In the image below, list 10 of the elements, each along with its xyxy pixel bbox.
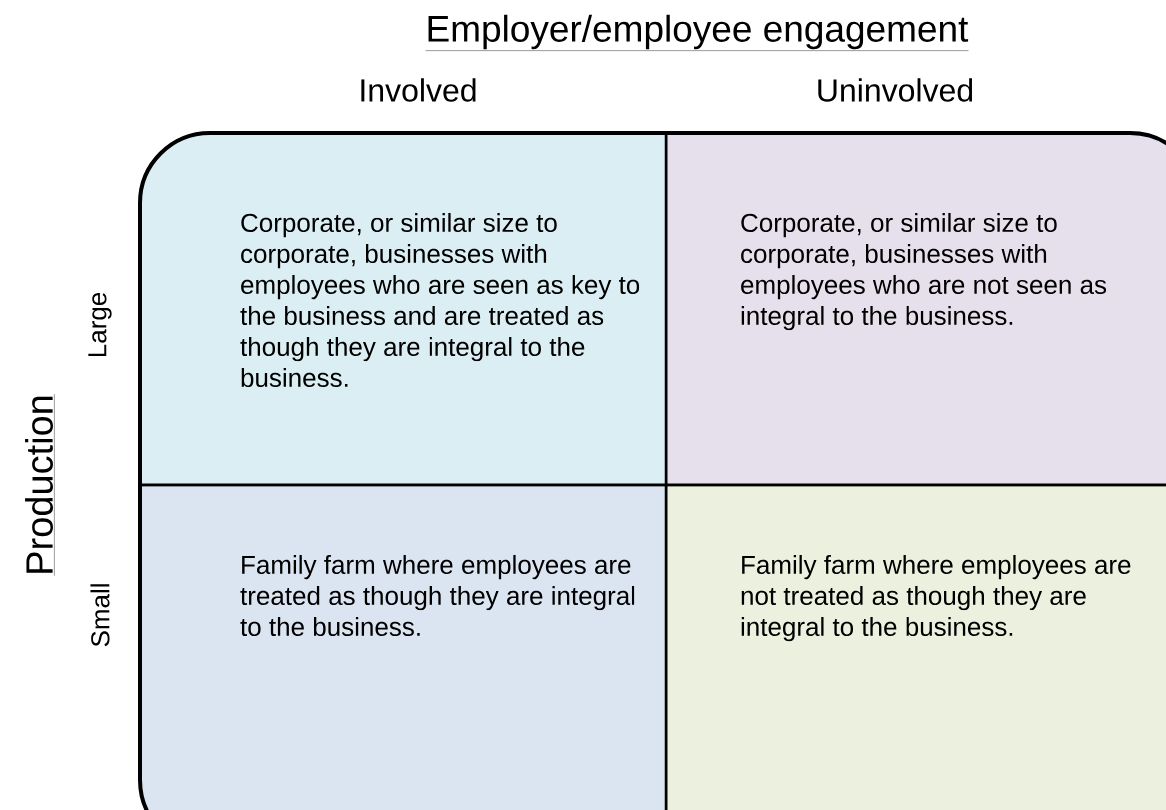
axis-label: Small (90, 584, 110, 647)
quadrant-cell: Family farm where employees are not treated as though they are integral to the business. (666, 485, 1166, 810)
quadrant-cell: Family farm where employees are treated as though they are integral to the business. (140, 485, 666, 810)
axis-label: Involved (361, 78, 476, 102)
axis-label: Large (88, 292, 112, 357)
axis-title: Employer/employee engagement (425, 14, 969, 51)
axis-title: Production (25, 393, 55, 577)
quadrant-cell: Corporate, or similar size to corporate, businesses with employees who are seen as key to the business and are treated as though they are integral to the business. (140, 133, 666, 485)
axis-label: Uninvolved (818, 78, 973, 102)
quadrant-cell: Corporate, or similar size to corporate, businesses with employees who are not seen as integral to the business. (666, 133, 1166, 485)
